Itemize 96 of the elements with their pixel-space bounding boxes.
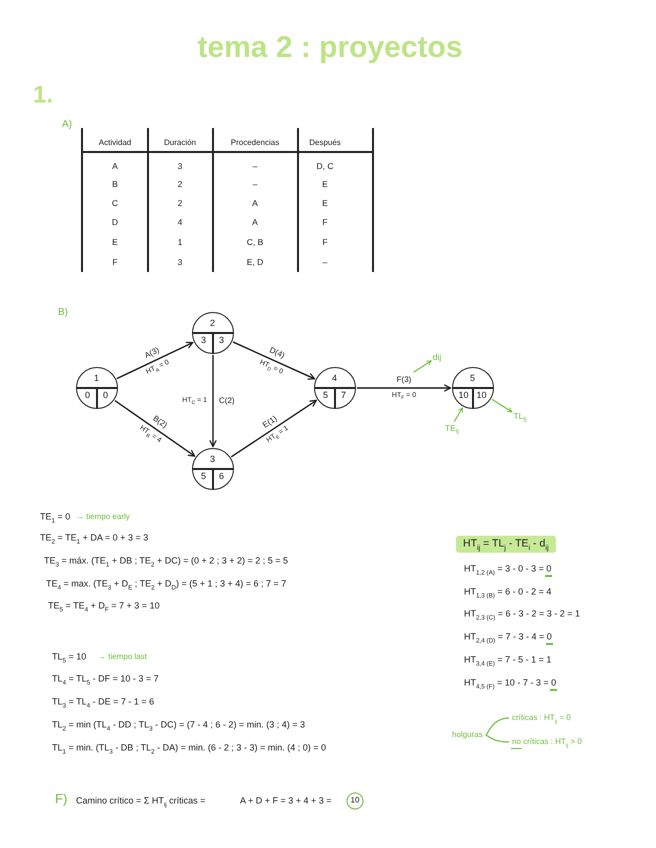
circled-result: 10	[346, 792, 364, 810]
event-number: 4	[332, 374, 337, 384]
leader-arrow	[454, 407, 464, 422]
equation: TL$_{5}$ = 10	[52, 652, 86, 662]
activity-letter: E	[112, 236, 118, 248]
late-time: 10	[476, 392, 486, 402]
predecessor-list: –	[252, 178, 258, 190]
successor-list: E	[322, 178, 328, 190]
equation: A + D + F = 3 + 4 + 3 =	[240, 796, 332, 806]
equation: HT$_{1,3 (B)}$ = 6 - 0 - 2 = 4	[464, 586, 552, 598]
successor-list: E	[322, 198, 328, 208]
event-circle	[452, 367, 494, 409]
equation: TE$_{5}$ = TE$_{4}$ + D$_{F}$ = 7 + 3 = 10	[48, 600, 160, 612]
duration-value: 2	[178, 198, 182, 208]
duration-value: 3	[178, 160, 182, 172]
activity-label: F(3)	[396, 375, 412, 385]
annotation-text: TL$_{5}$	[513, 410, 527, 422]
successor-list: F	[322, 236, 328, 248]
equation: TL$_{2}$ = min (TL$_{4}$ - DD ; TL$_{3}$ - DC) = (7 - 4 ; 6 - 2) = min. (3 ; 4) = 3	[52, 720, 305, 730]
activity-label: D(4)	[268, 346, 286, 360]
equation: TE$_{3}$ = máx. (TE$_{1}$ + DB ; TE$_{2}$ + DC) = (0 + 2 ; 3 + 2) = 2 ; 5 = 5	[44, 556, 288, 566]
equation: TE$_{1}$ = 0	[40, 512, 70, 522]
activity-letter: A	[112, 160, 118, 172]
note-text: → tiempo last	[98, 652, 147, 662]
page-title: tema 2 : proyectos	[197, 30, 463, 66]
late-time: 3	[218, 336, 224, 346]
duration-value: 1	[178, 236, 182, 248]
arrow	[116, 342, 194, 380]
equation: HT$_{4,5 (F)}$ = 10 - 7 - 3 = 0	[464, 678, 556, 688]
event-number: 2	[210, 318, 215, 328]
event-circle	[314, 367, 356, 409]
early-time: 5	[323, 392, 328, 402]
late-time: 0	[102, 392, 108, 402]
annotation-text: dij	[432, 352, 442, 362]
event-circle	[192, 312, 234, 354]
section-label: A)	[62, 119, 72, 131]
activity-letter: B	[112, 178, 118, 190]
event-number: 5	[470, 374, 475, 384]
duration-value: 3	[178, 256, 182, 268]
activity-letter: D	[112, 216, 118, 228]
arrow	[209, 354, 217, 448]
equation: HT$_{2,3 (C)}$ = 6 - 3 - 2 = 3 - 2 = 1	[464, 608, 580, 620]
activity-label: A(3)	[142, 346, 160, 361]
section-number: 1.	[33, 82, 54, 110]
arrow	[114, 400, 196, 457]
section-label: B)	[58, 307, 68, 319]
successor-list: –	[322, 256, 328, 268]
activity-letter: F	[112, 256, 118, 268]
early-time: 5	[201, 472, 206, 482]
early-time: 10	[458, 392, 469, 402]
predecessor-list: A	[252, 216, 258, 228]
equation: TL$_{3}$ = TL$_{4}$ - DE = 7 - 1 = 6	[52, 696, 154, 708]
early-time: 3	[201, 336, 206, 346]
equation: TE$_{2}$ = TE$_{1}$ + DA = 0 + 3 = 3	[40, 532, 148, 544]
column-header: Procedencias	[230, 138, 280, 148]
duration-value: 4	[178, 216, 182, 228]
late-time: 7	[340, 392, 346, 402]
event-number: 1	[94, 374, 99, 384]
note-text: no críticas : HT$_{ij}$ > 0	[512, 737, 582, 747]
leader-arrow	[413, 360, 432, 373]
note-text: críticas : HT$_{ij}$ = 0	[512, 713, 571, 723]
successor-list: D, C	[316, 160, 334, 172]
column-header: Actividad	[98, 138, 132, 148]
activity-label: C(2)	[219, 396, 235, 406]
equation: Camino crítico = Σ HT$_{ij}$ críticas =	[76, 796, 206, 806]
activity-label: E(1)	[260, 414, 278, 430]
annotation-text: TE$_{5}$	[444, 422, 460, 434]
leader-arrow	[492, 398, 512, 412]
arrow	[356, 384, 452, 392]
predecessor-list: –	[252, 160, 258, 172]
event-number: 3	[210, 454, 215, 464]
predecessor-list: C, B	[246, 236, 264, 248]
section-label: F)	[55, 791, 68, 807]
late-time: 6	[218, 472, 224, 482]
column-header: Después	[309, 138, 341, 148]
equation: HT$_{3,4 (E)}$ = 7 - 5 - 1 = 1	[464, 654, 552, 666]
equation: TL$_{4}$ = TL$_{5}$ - DF = 10 - 3 = 7	[52, 674, 159, 684]
activity-label: B(2)	[150, 414, 169, 430]
equation: TE$_{4}$ = max. (TE$_{3}$ + D$_{E}$ ; TE$_{2}$ + D$_{D}$) = (5 + 1 ; 3 + 4) = 6 ; 7 = 7	[46, 578, 286, 590]
activity-letter: C	[112, 198, 118, 208]
equation: HT$_{2,4 (D)}$ = 7 - 3 - 4 = 0	[464, 632, 552, 642]
arrow	[232, 342, 316, 380]
note-text: holguras	[452, 730, 483, 740]
highlighted-formula: HT$_{ij}$ = TL$_{j}$ - TE$_{i}$ - d$_{ij}$	[456, 536, 556, 552]
column-header: Duración	[164, 138, 196, 148]
predecessor-list: A	[252, 198, 258, 208]
equation: HT$_{1,2 (A)}$ = 3 - 0 - 3 = 0	[464, 564, 552, 574]
predecessor-list: E, D	[246, 256, 264, 268]
event-circle	[76, 367, 118, 409]
successor-list: F	[322, 216, 328, 228]
event-circle	[192, 448, 234, 490]
note-text: → tiempo early	[76, 512, 130, 522]
duration-value: 2	[178, 178, 182, 190]
equation: TL$_{1}$ = min. (TL$_{3}$ - DB ; TL$_{2}$ - DA) = min. (6 - 2 ; 3 - 3) = min. (4 ; 0) = 0	[52, 742, 326, 754]
early-time: 0	[85, 392, 90, 402]
arrow	[231, 400, 317, 458]
